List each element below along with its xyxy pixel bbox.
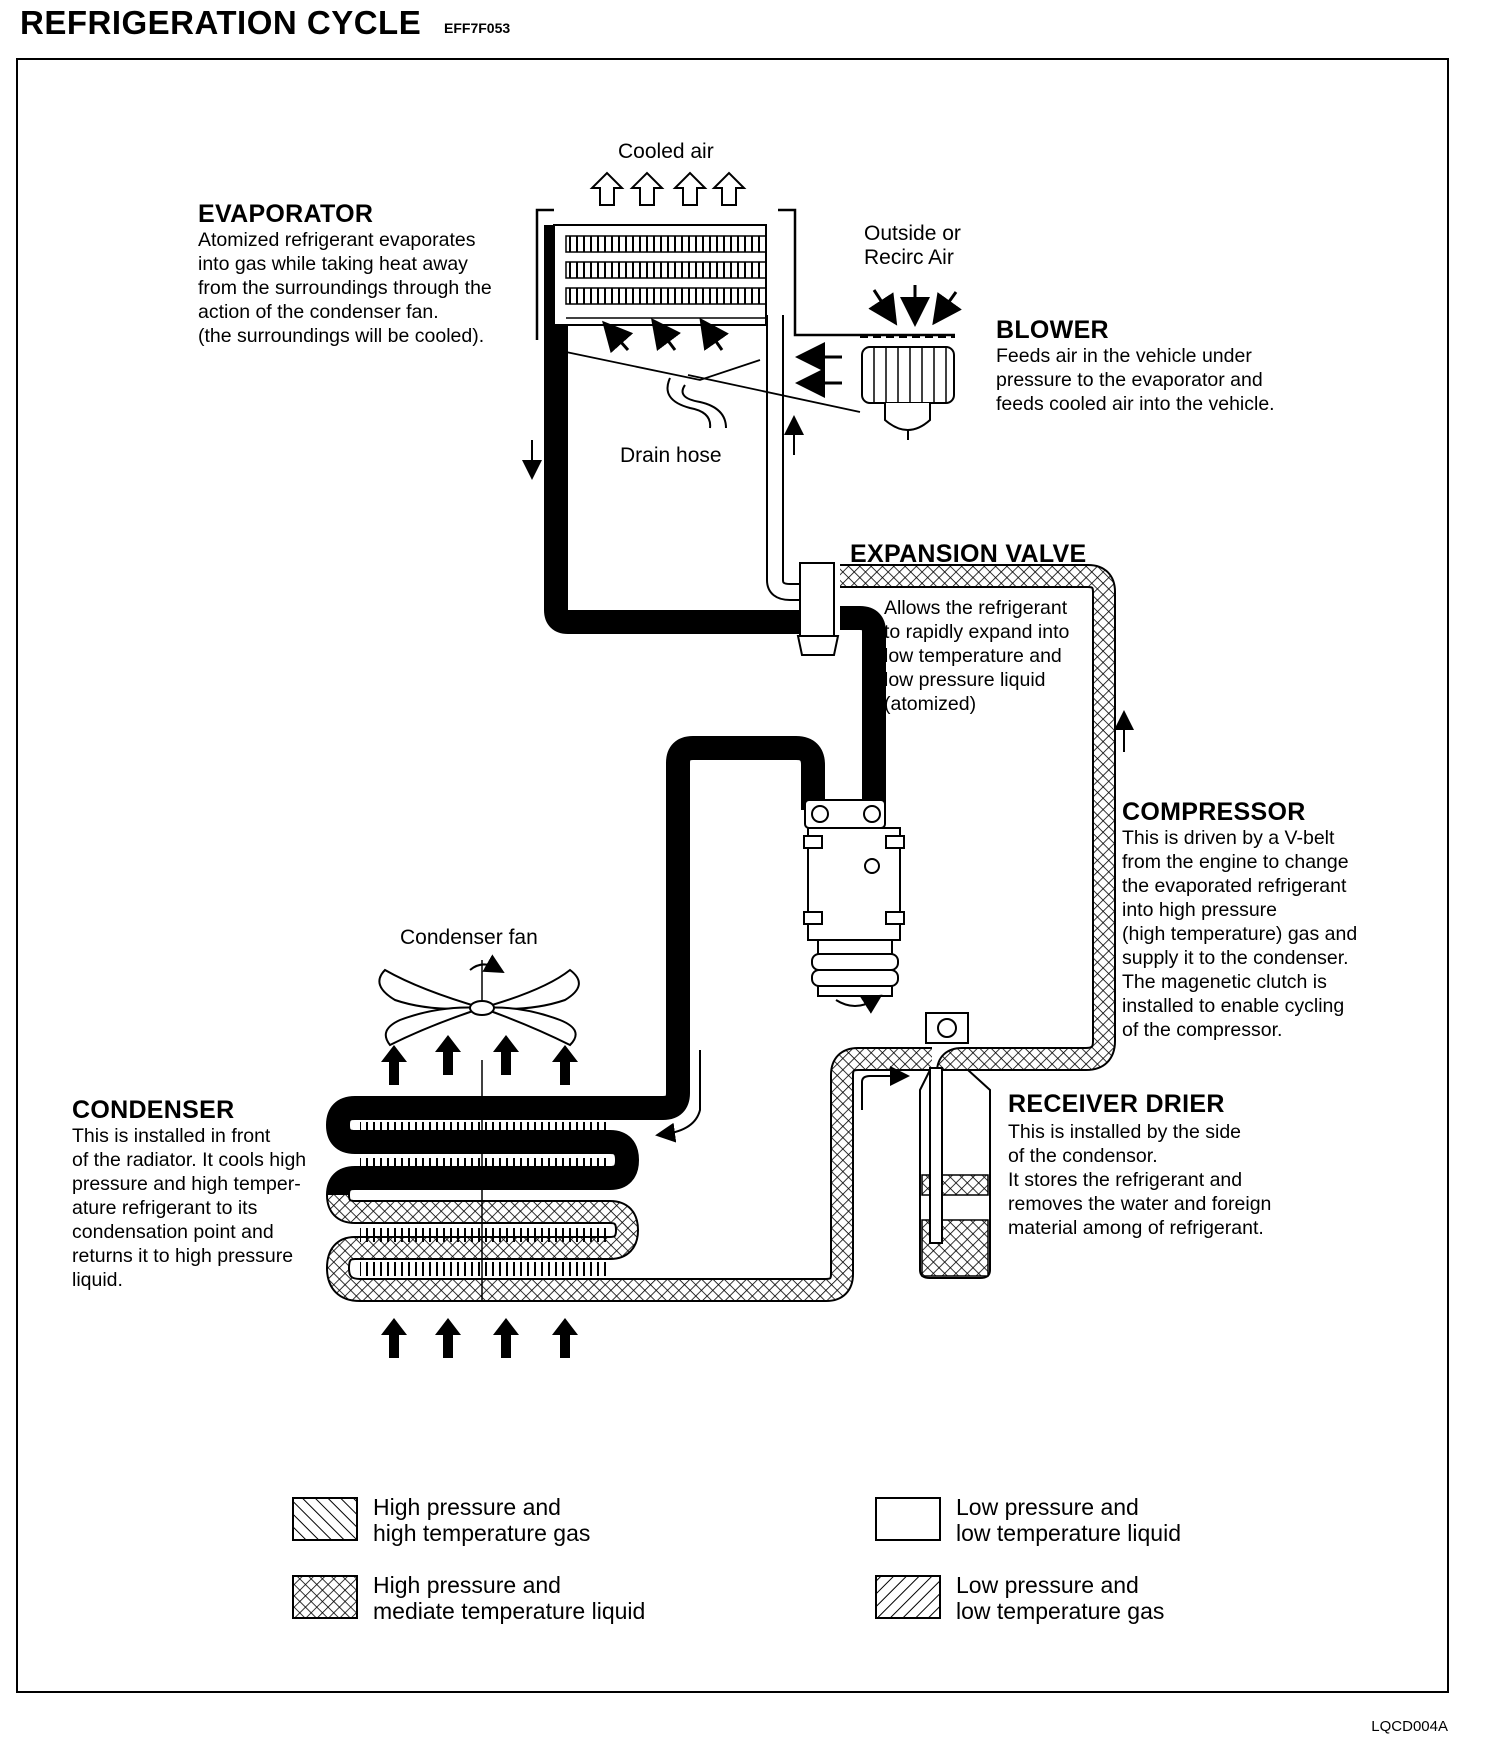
- condenser-fan: [378, 954, 580, 1047]
- legend-label: High pressure and mediate temperature li…: [373, 1572, 646, 1624]
- outside-air-label: Outside or Recirc Air: [864, 222, 961, 269]
- evaporator-title: EVAPORATOR: [198, 200, 374, 228]
- expansion-valve-title: EXPANSION VALVE: [850, 540, 1087, 568]
- expansion-valve-description: Allows the refrigerant to rapidly expand…: [884, 597, 1070, 715]
- cooled-air-arrows: [589, 171, 747, 206]
- receiver-drier-description: This is installed by the side of the con…: [1008, 1121, 1272, 1239]
- legend-swatch-high-pressure-gas: [292, 1497, 358, 1541]
- footer-code: LQCD004A: [1371, 1718, 1448, 1735]
- receiver-drier-title: RECEIVER DRIER: [1008, 1090, 1225, 1118]
- low-pressure-gas-line: [544, 225, 886, 805]
- blower-description: Feeds air in the vehicle under pressure …: [996, 345, 1275, 415]
- diagram-frame: [16, 58, 1449, 1693]
- evaporator: [535, 208, 955, 429]
- legend-swatch-high-pressure-liquid: [292, 1575, 358, 1619]
- cooled-air-label: Cooled air: [618, 140, 714, 163]
- high-pressure-gas-line: [600, 736, 825, 1120]
- figure-code: EFF7F053: [444, 20, 511, 36]
- condenser-airflow-arrows: [381, 1035, 578, 1358]
- condenser-description: This is installed in front of the radiat…: [72, 1125, 307, 1291]
- legend-label: Low pressure and low temperature gas: [956, 1572, 1165, 1624]
- compressor-title: COMPRESSOR: [1122, 798, 1306, 826]
- compressor-description: This is driven by a V-belt from the engi…: [1122, 827, 1358, 1041]
- receiver-drier: [861, 1012, 991, 1279]
- expansion-valve: [796, 562, 840, 656]
- flow-arrow: [522, 415, 1134, 752]
- low-pressure-liquid-line: [766, 315, 805, 601]
- legend-swatch-low-pressure-gas: [875, 1575, 941, 1619]
- legend-label: High pressure and high temperature gas: [373, 1494, 591, 1546]
- legend-label: Low pressure and low temperature liquid: [956, 1494, 1182, 1546]
- condenser-fan-label: Condenser fan: [400, 926, 538, 949]
- blower-title: BLOWER: [996, 316, 1109, 344]
- legend-swatch-low-pressure-liquid: [875, 1497, 941, 1541]
- evaporator-description: Atomized refrigerant evaporates into gas…: [198, 229, 492, 347]
- compressor: [803, 799, 905, 1014]
- condenser: [325, 1050, 701, 1302]
- drain-hose-label: Drain hose: [620, 444, 722, 467]
- page-title: REFRIGERATION CYCLE: [20, 4, 422, 41]
- condenser-title: CONDENSER: [72, 1096, 235, 1124]
- blower: [795, 285, 962, 440]
- high-pressure-liquid-line: [600, 564, 1116, 1302]
